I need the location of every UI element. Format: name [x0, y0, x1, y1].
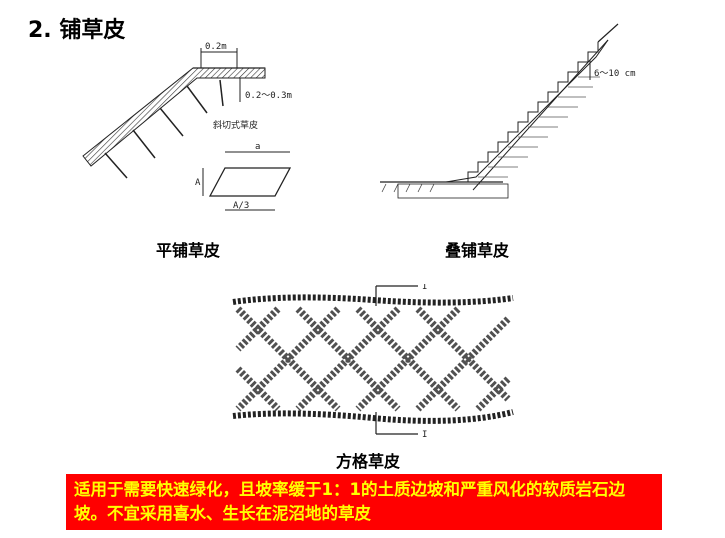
flat-a-bottom: A/3 [233, 201, 249, 211]
stacked-gap-label: 6～10 cm [594, 69, 636, 79]
grid-bottom-label: I [422, 430, 427, 440]
grid-turf-diagram: I I [232, 284, 514, 440]
flat-a-side: A [195, 178, 201, 188]
grid-top-label: I [422, 284, 427, 292]
flat-cut-label: 斜切式草皮 [213, 119, 258, 131]
flat-width-label: 0.2m [205, 42, 227, 52]
stacked-turf-caption: 叠铺草皮 [445, 241, 510, 260]
flat-turf-diagram: 0.2m 0.2～0.3m 斜切式草皮 a A A/3 [82, 42, 292, 211]
flat-turf-caption: 平铺草皮 [156, 241, 221, 260]
grid-turf-caption: 方格草皮 [336, 452, 401, 471]
flat-depth-label: 0.2～0.3m [245, 91, 292, 101]
slide-title: 2. 铺草皮 [28, 18, 126, 43]
stacked-turf-diagram: 6～10 cm [380, 23, 636, 199]
usage-note: 适用于需要快速绿化，且坡率缓于1：1的土质边坡和严重风化的软质岩石边坡。不宜采用… [66, 474, 662, 530]
flat-a-top: a [255, 142, 260, 152]
